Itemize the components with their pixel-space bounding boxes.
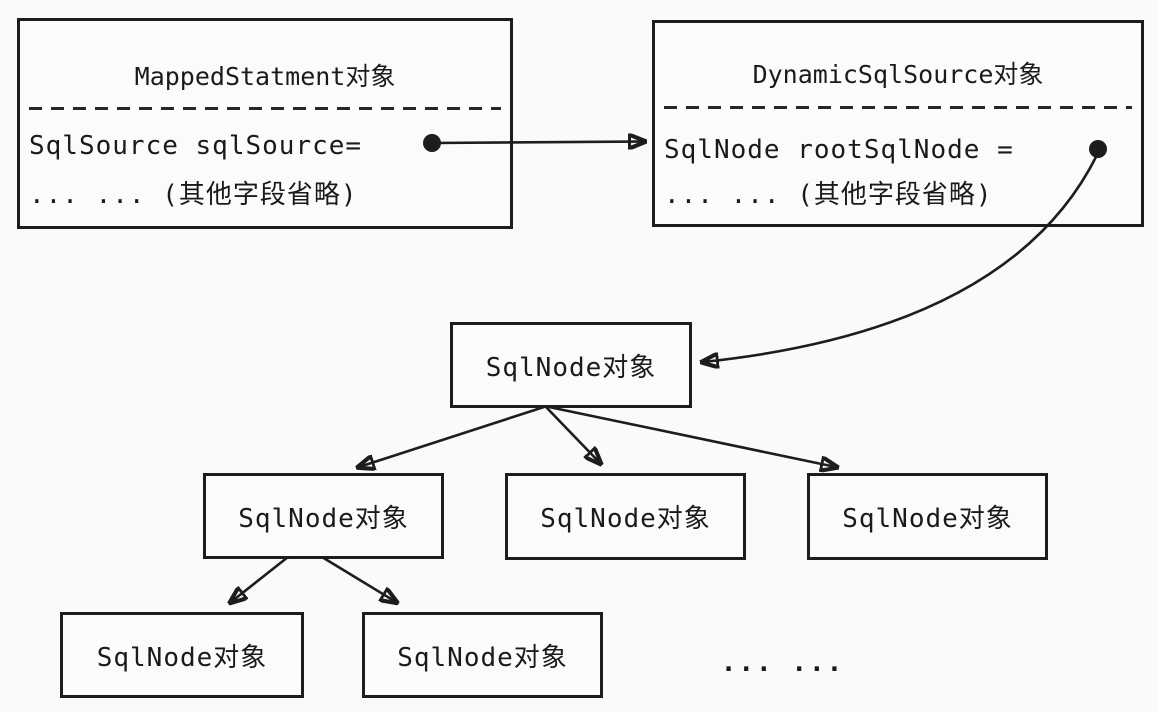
sqlnode-level2-box-2: SqlNode对象 (505, 473, 746, 560)
dynamic-sql-source-divider (664, 106, 1132, 109)
sqlnode-level2-label-3: SqlNode对象 (842, 504, 1013, 534)
edge-root-to-level2-1 (359, 405, 545, 467)
sqlnode-level2-box-1: SqlNode对象 (203, 473, 444, 559)
mapped-statement-box: MappedStatment对象 SqlSource sqlSource= ..… (17, 18, 513, 229)
edge-level2-1-to-level3-1 (231, 555, 289, 602)
dynamic-sql-source-box: DynamicSqlSource对象 SqlNode rootSqlNode =… (652, 20, 1144, 227)
mapped-statement-title: MappedStatment对象 (134, 62, 396, 91)
sqlnode-level3-box-1: SqlNode对象 (60, 612, 304, 698)
sqlnode-level3-label-1: SqlNode对象 (96, 642, 268, 673)
dynamic-sql-source-title: DynamicSqlSource对象 (752, 60, 1044, 89)
edge-root-to-level2-3 (548, 405, 836, 467)
edge-level2-1-to-level3-2 (321, 555, 396, 602)
mapped-statement-field: SqlSource sqlSource= (29, 131, 363, 161)
sqlnode-root-box: SqlNode对象 (450, 322, 692, 408)
dynamic-sql-source-field: SqlNode rootSqlNode = (664, 135, 1014, 165)
sqlnode-level3-box-2: SqlNode对象 (362, 612, 603, 698)
mapped-statement-ellipsis: ... ... (其他字段省略) (29, 180, 358, 210)
mapped-statement-divider (29, 107, 501, 110)
dynamic-sql-source-ellipsis: ... ... (其他字段省略) (664, 180, 993, 210)
sqlnode-level2-box-3: SqlNode对象 (807, 473, 1048, 560)
sqlnode-level2-label-1: SqlNode对象 (238, 503, 409, 534)
more-nodes-ellipsis: ... ... (720, 648, 845, 678)
sqlnode-root-label: SqlNode对象 (485, 352, 657, 383)
edge-root-to-level2-2 (545, 406, 600, 463)
sqlnode-level2-label-2: SqlNode对象 (540, 504, 711, 534)
sqlnode-level3-label-2: SqlNode对象 (397, 642, 568, 673)
